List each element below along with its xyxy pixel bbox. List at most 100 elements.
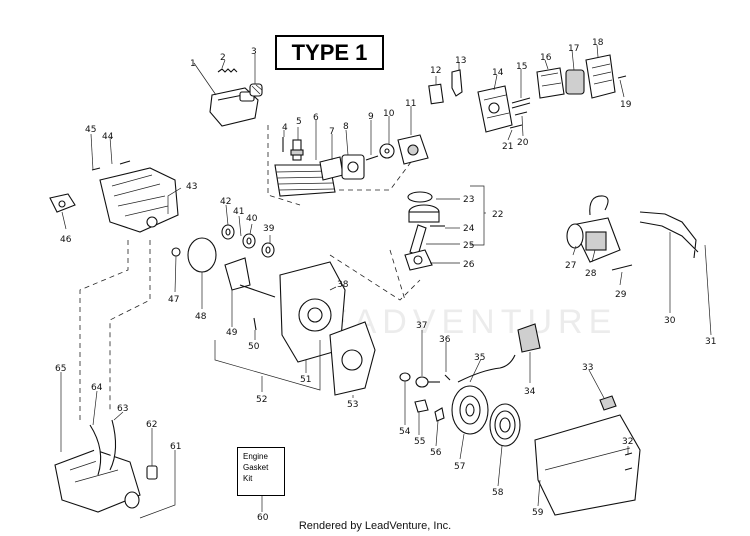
callout-27: 27	[565, 261, 576, 271]
kit-line-1: Engine	[243, 452, 268, 461]
callout-65: 65	[55, 364, 66, 374]
assembly-line	[109, 240, 151, 410]
ignition-module-part	[566, 195, 621, 263]
pin-part	[444, 374, 451, 381]
callout-38: 38	[337, 280, 349, 290]
callout-34: 34	[524, 387, 536, 397]
screw-part	[119, 160, 131, 165]
callout-24: 24	[463, 224, 475, 234]
callout-54: 54	[399, 427, 411, 437]
callout-19: 19	[620, 100, 632, 110]
crankshaft-part	[224, 257, 276, 298]
bolt-part	[434, 407, 445, 422]
callout-59: 59	[532, 508, 544, 518]
gasket-part	[319, 156, 344, 181]
callout-47: 47	[168, 295, 179, 305]
callout-62: 62	[146, 420, 157, 430]
callout-53: 53	[347, 400, 358, 410]
intake-adapter-part	[341, 154, 365, 180]
callout-45: 45	[85, 125, 96, 135]
kit-line-2: Gasket	[243, 463, 269, 472]
callout-63: 63	[117, 404, 128, 414]
crankcase-gasket-part	[187, 237, 217, 273]
callout-35: 35	[474, 353, 485, 363]
bracket-part	[49, 193, 76, 213]
callout-29: 29	[615, 290, 627, 300]
callout-42: 42	[220, 197, 231, 207]
washer-part	[399, 372, 411, 382]
callout-5: 5	[296, 117, 302, 127]
footer-credit: Rendered by LeadVenture, Inc.	[298, 520, 452, 532]
fuel-line-part	[109, 419, 117, 471]
screw-part	[617, 75, 627, 79]
callout-21: 21	[502, 142, 513, 152]
callout-10: 10	[383, 109, 395, 119]
assembly-line	[389, 249, 406, 301]
callout-58: 58	[492, 488, 504, 498]
callout-57: 57	[454, 462, 465, 472]
starter-housing-part	[534, 414, 641, 516]
bolt-part	[414, 399, 429, 413]
callout-1: 1	[190, 59, 196, 69]
callout-33: 33	[582, 363, 593, 373]
callout-32: 32	[622, 437, 633, 447]
callout-41: 41	[233, 207, 244, 217]
assembly-line	[329, 254, 421, 301]
callout-3: 3	[251, 47, 257, 57]
screw-part	[511, 97, 531, 109]
kit-line-3: Kit	[243, 474, 253, 483]
callout-13: 13	[455, 56, 466, 66]
callout-9: 9	[368, 112, 374, 122]
cylinder-part	[274, 164, 336, 197]
callout-17: 17	[568, 44, 579, 54]
bearing-part	[221, 224, 235, 240]
carburetor-part	[397, 134, 429, 165]
callout-15: 15	[516, 62, 527, 72]
callout-8: 8	[343, 122, 349, 132]
crank-gasket-part	[404, 249, 433, 271]
screw-part	[253, 317, 257, 331]
callout-4: 4	[282, 123, 288, 133]
piston-part	[408, 204, 440, 223]
callout-49: 49	[226, 328, 238, 338]
callout-50: 50	[248, 342, 260, 352]
clip-part	[599, 395, 617, 411]
callout-55: 55	[414, 437, 425, 447]
callout-60: 60	[257, 513, 269, 523]
screw-part	[624, 452, 633, 471]
callout-22: 22	[492, 210, 503, 220]
assembly-line	[267, 125, 301, 206]
callout-46: 46	[60, 235, 72, 245]
callout-61: 61	[170, 442, 181, 452]
callout-2: 2	[220, 53, 226, 63]
starter-rope-part	[457, 354, 516, 383]
screw-part	[91, 167, 101, 171]
grommet-part	[171, 247, 181, 257]
spark-plug-part	[290, 139, 304, 161]
piston-ring-part	[407, 191, 433, 203]
callout-43: 43	[186, 182, 197, 192]
callout-26: 26	[463, 260, 475, 270]
filter-plate-part	[536, 67, 565, 99]
leader-lines	[60, 44, 712, 519]
callout-18: 18	[592, 38, 604, 48]
screw-part	[514, 111, 528, 116]
lever-part	[451, 69, 463, 97]
air-box-part	[477, 85, 513, 133]
spacer-part	[379, 143, 395, 159]
callout-44: 44	[102, 132, 114, 142]
crankcase-cover-part	[329, 321, 376, 396]
callout-30: 30	[664, 316, 676, 326]
diagram-title: TYPE 1	[275, 35, 384, 70]
callout-23: 23	[463, 195, 474, 205]
assembly-line	[79, 240, 129, 420]
bearing-part	[261, 242, 275, 258]
callout-16: 16	[540, 53, 552, 63]
starter-handle-part	[517, 323, 541, 353]
cylinder-shroud-part	[99, 167, 179, 233]
assembly-line	[330, 149, 421, 191]
callout-52: 52	[256, 395, 267, 405]
spring-part	[217, 68, 238, 73]
